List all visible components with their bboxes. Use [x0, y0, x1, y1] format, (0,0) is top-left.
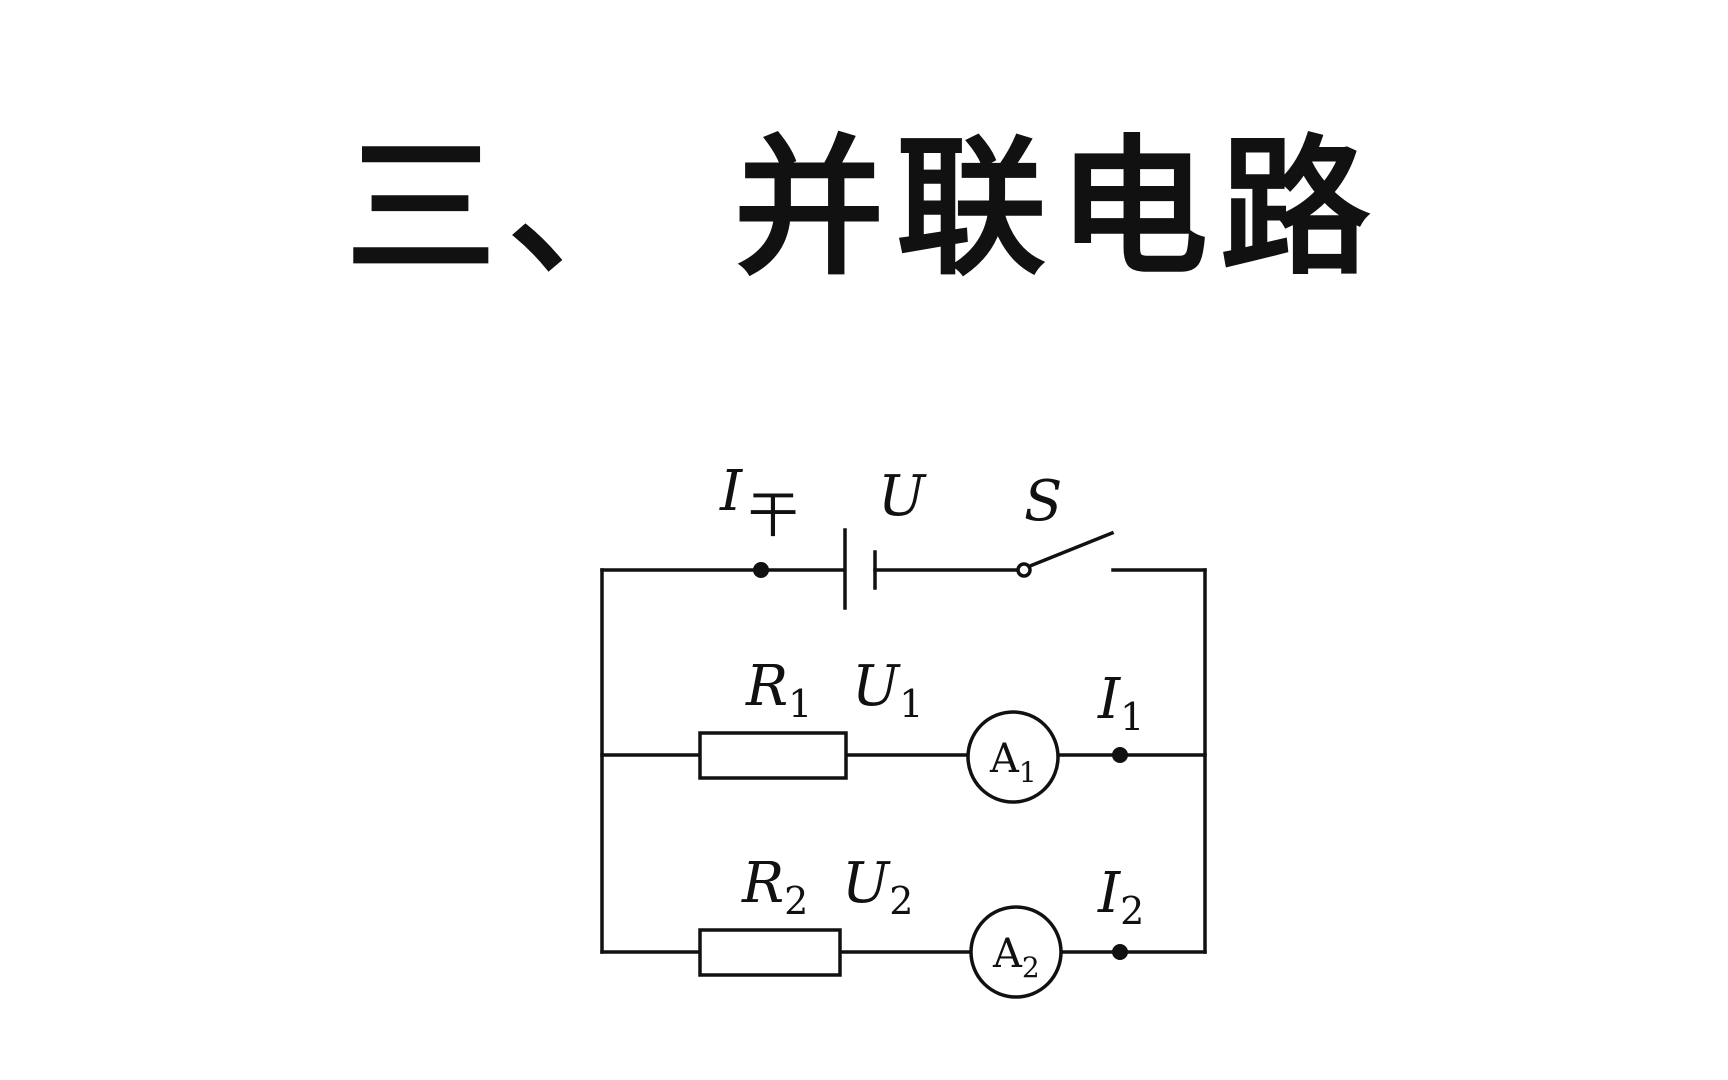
switch-symbol [1016, 530, 1115, 578]
junction-dot-main [753, 562, 769, 578]
label-r1: R1 [745, 654, 812, 726]
i2-symbol: I [1097, 861, 1122, 926]
main-current-symbol: I [719, 459, 744, 524]
battery-symbol [843, 528, 877, 610]
r2-symbol: R [741, 851, 784, 916]
u2-subscript: 2 [889, 879, 913, 923]
main-current-subscript: 干 [748, 486, 798, 544]
label-i1: I1 [1097, 667, 1144, 739]
u2-symbol: U [842, 851, 891, 916]
ammeter-a2: A2 [969, 905, 1063, 999]
resistor-r2 [698, 928, 842, 977]
i2-subscript: 2 [1120, 889, 1144, 933]
page-title: 三、 并联电路 [345, 120, 1383, 296]
label-u2: U2 [842, 851, 913, 923]
ammeter-a1-subscript: 1 [1019, 756, 1037, 789]
ammeter-a1: A1 [966, 710, 1060, 804]
ammeter-a2-circle [969, 905, 1063, 999]
u1-symbol: U [852, 654, 901, 719]
i1-symbol: I [1097, 667, 1122, 732]
label-i2: I2 [1097, 861, 1144, 933]
junction-dot-branch1 [1112, 747, 1128, 763]
switch-pivot [1016, 562, 1032, 578]
switch-lever [1027, 530, 1115, 569]
svg-text:A1: A1 [989, 736, 1037, 789]
junction-dot-branch2 [1112, 944, 1128, 960]
i1-subscript: 1 [1120, 695, 1144, 739]
r2-subscript: 2 [784, 879, 808, 923]
r1-subscript: 1 [788, 682, 812, 726]
svg-text:A2: A2 [992, 931, 1040, 984]
ammeter-a1-circle [966, 710, 1060, 804]
ammeter-a1-symbol: A [989, 736, 1020, 782]
label-r2: R2 [741, 851, 808, 923]
ammeter-a2-symbol: A [992, 931, 1023, 977]
circuit-wires [600, 568, 1207, 954]
r1-symbol: R [745, 654, 788, 719]
ammeter-a2-subscript: 2 [1022, 951, 1040, 984]
resistor-r1 [698, 731, 848, 780]
label-source-voltage: U [878, 464, 927, 529]
label-switch: S [1024, 469, 1062, 534]
label-u1: U1 [852, 654, 923, 726]
u1-subscript: 1 [899, 682, 923, 726]
